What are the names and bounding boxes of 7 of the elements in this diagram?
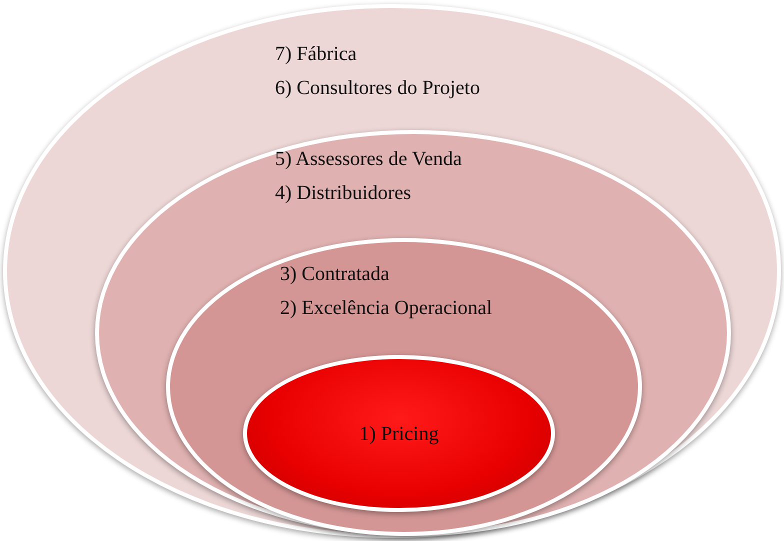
band-label: 1) Pricing [359, 422, 439, 446]
band-label: 7) Fábrica [275, 42, 358, 66]
band-label: 5) Assessores de Venda [275, 147, 462, 171]
band-label: 4) Distribuidores [275, 181, 412, 205]
band-label: 2) Excelência Operacional [280, 296, 492, 320]
band-label: 3) Contratada [280, 262, 390, 286]
band-label: 6) Consultores do Projeto [275, 76, 480, 100]
